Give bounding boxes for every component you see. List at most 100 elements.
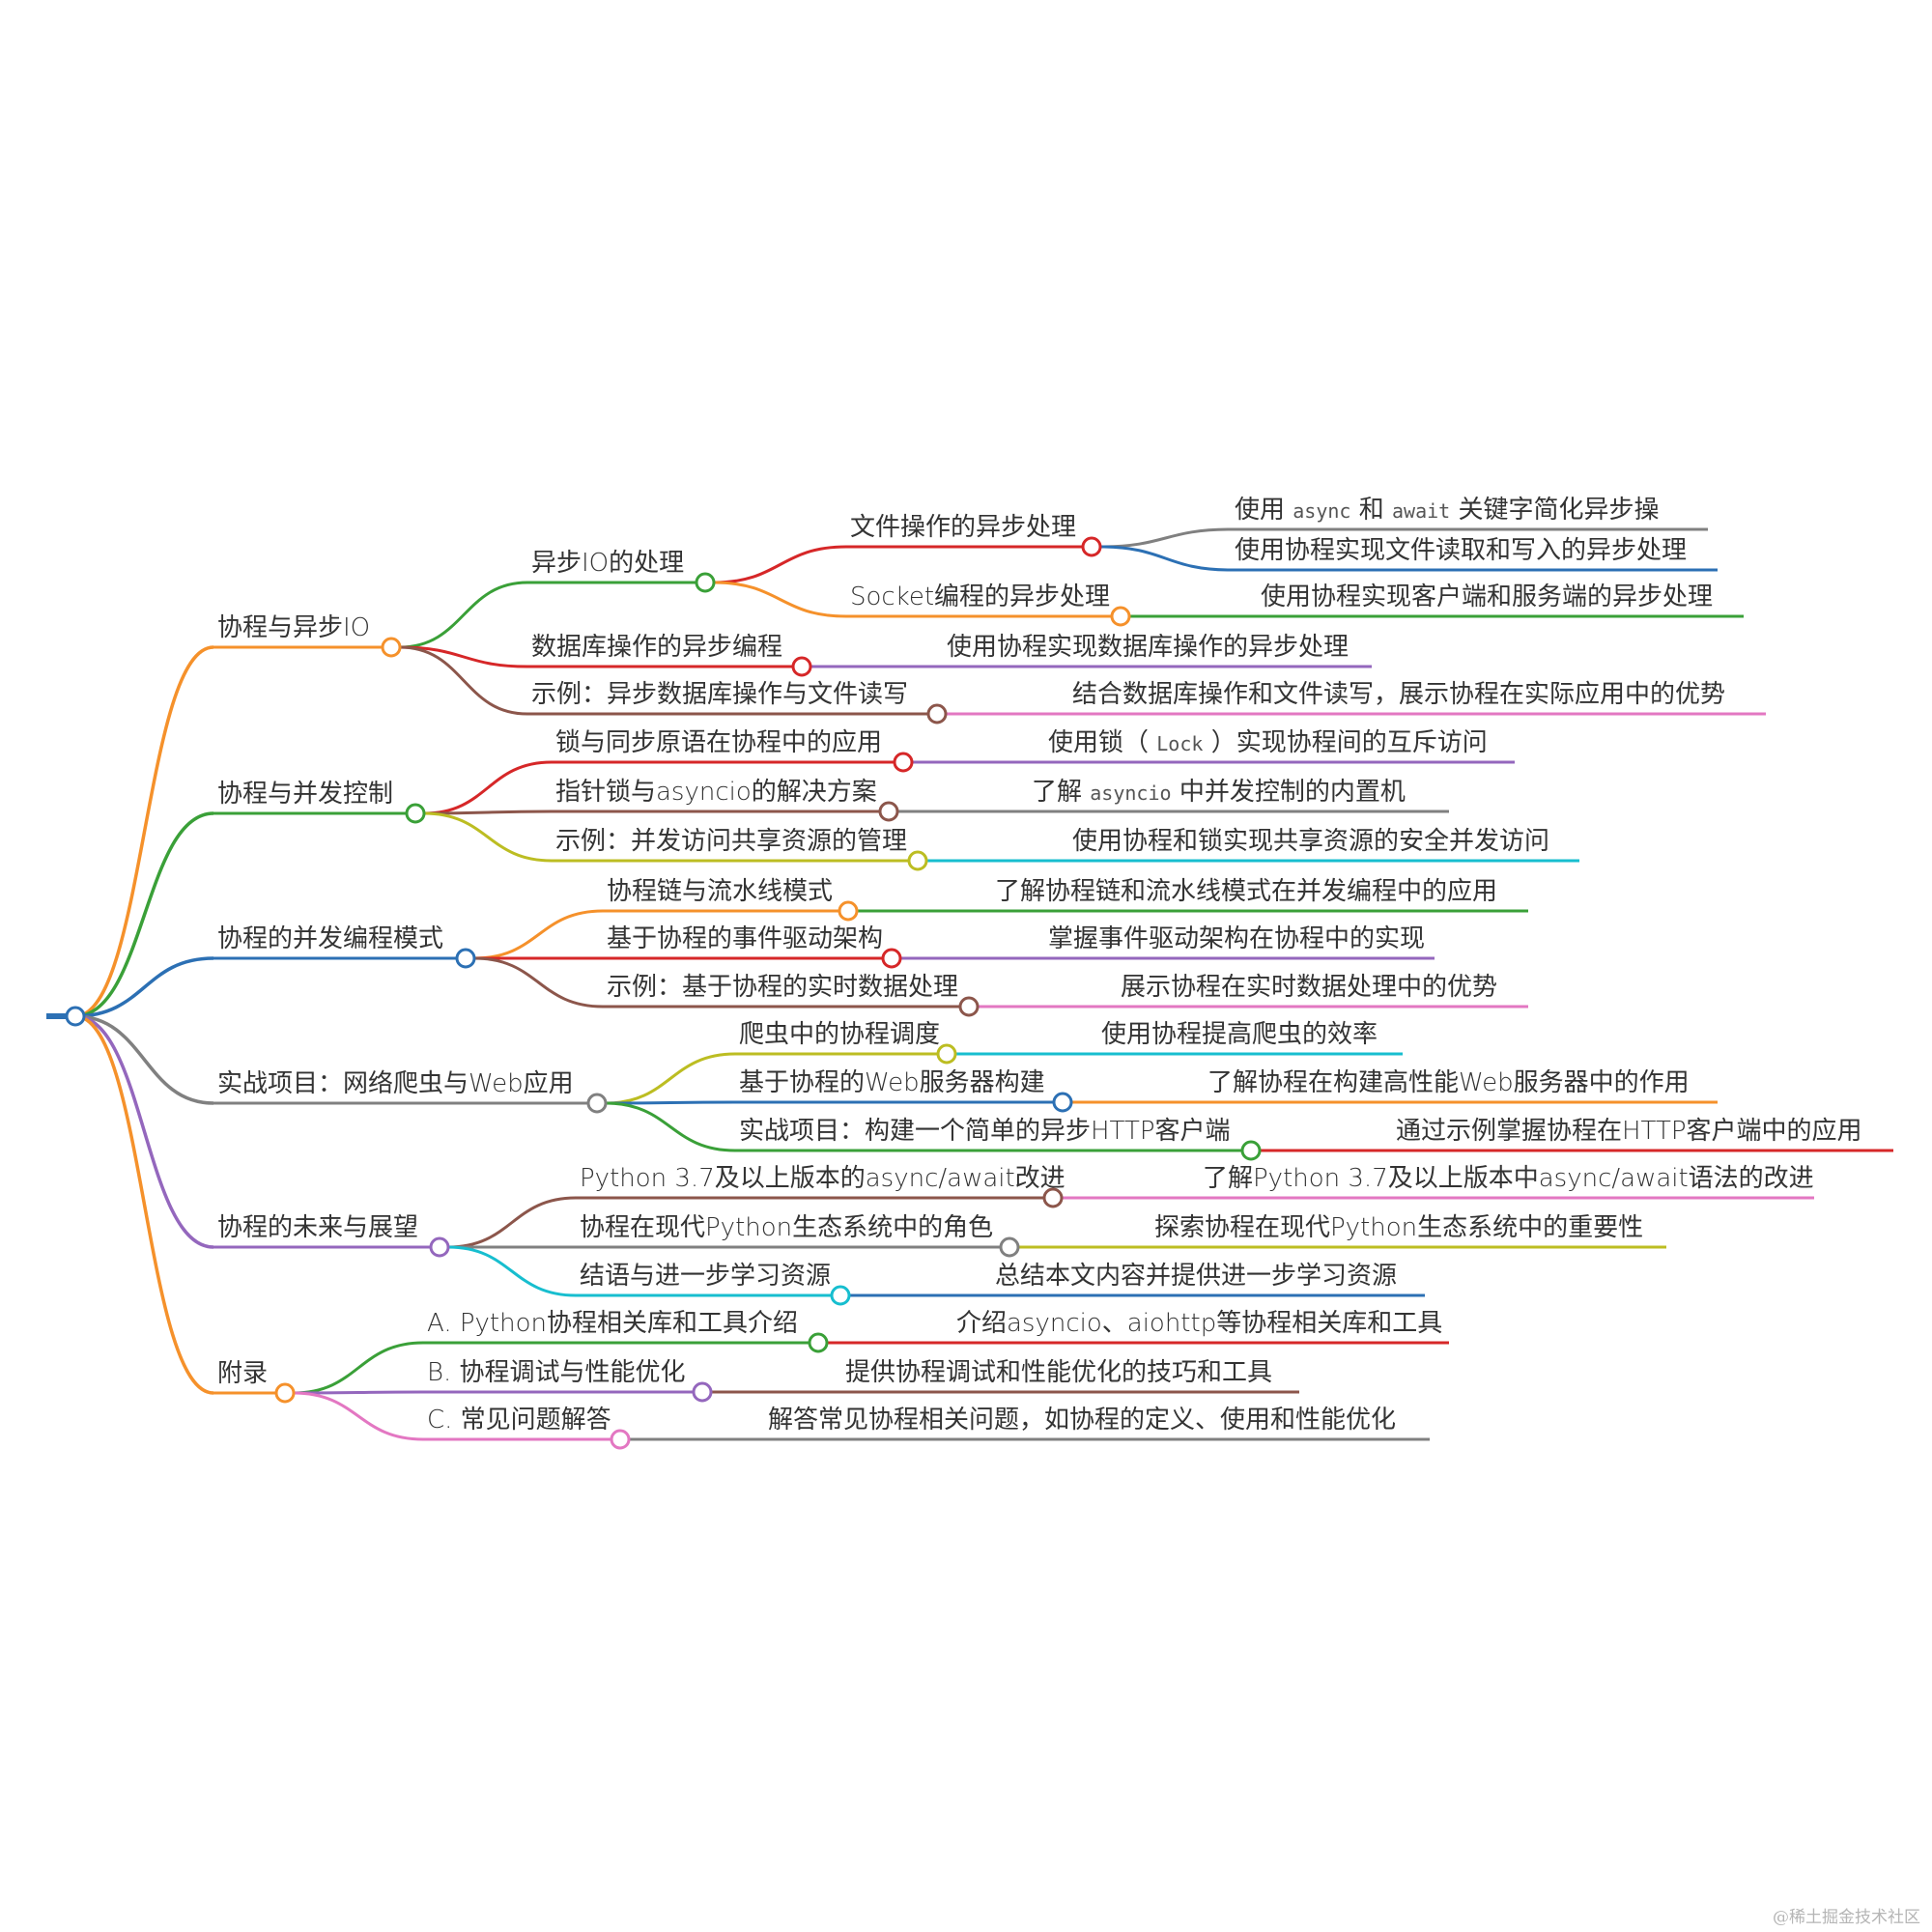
- leaf-topic[interactable]: 通过示例掌握协程在HTTP客户端中的应用: [1396, 1117, 1862, 1146]
- subtopic[interactable]: 基于协程的事件驱动架构: [607, 924, 883, 953]
- leaf-topic[interactable]: 了解协程在构建高性能Web服务器中的作用: [1208, 1068, 1690, 1097]
- leaf-topic[interactable]: 总结本文内容并提供进一步学习资源: [995, 1262, 1397, 1291]
- leaf-topic[interactable]: 使用 async 和 await 关键字简化异步操: [1235, 496, 1660, 525]
- connector-curve: [423, 811, 553, 863]
- connector-curve: [74, 956, 214, 1018]
- subtopic[interactable]: 基于协程的Web服务器构建: [739, 1068, 1045, 1097]
- subtopic-toggle-circle[interactable]: [838, 900, 859, 922]
- branch-topic[interactable]: 协程与并发控制: [217, 780, 393, 809]
- text-segment: 探索协程在现代Python生态系统中的重要性: [1154, 1213, 1643, 1242]
- leaf-topic[interactable]: 提供协程调试和性能优化的技巧和工具: [845, 1358, 1272, 1387]
- branch-toggle-circle[interactable]: [429, 1236, 450, 1258]
- subtopic-toggle-circle[interactable]: [958, 996, 980, 1017]
- connector-curve: [74, 1014, 214, 1395]
- subtopic-toggle-circle[interactable]: [791, 656, 812, 677]
- subtopic[interactable]: 异步IO的处理: [531, 549, 684, 578]
- text-segment: 使用协程和锁实现共享资源的安全并发访问: [1072, 827, 1549, 856]
- subtopic-toggle-circle[interactable]: [926, 703, 948, 724]
- subtopic-toggle-circle[interactable]: [999, 1236, 1020, 1258]
- connector-curve: [605, 1101, 736, 1152]
- connector-curve: [447, 1245, 577, 1297]
- subtopic-toggle-circle[interactable]: [610, 1429, 631, 1450]
- subtopic[interactable]: 协程链与流水线模式: [607, 877, 833, 906]
- branch-topic[interactable]: 附录: [217, 1359, 268, 1388]
- leaf-topic[interactable]: 探索协程在现代Python生态系统中的重要性: [1154, 1213, 1643, 1242]
- subtopic[interactable]: B. 协程调试与性能优化: [427, 1358, 686, 1387]
- text-segment: 掌握事件驱动架构在协程中的实现: [1048, 924, 1425, 953]
- subtopic[interactable]: 爬虫中的协程调度: [739, 1020, 940, 1049]
- connector-curve: [713, 545, 847, 584]
- subtopic[interactable]: 指针锁与asyncio的解决方案: [555, 778, 877, 807]
- leaf-topic[interactable]: 掌握事件驱动架构在协程中的实现: [1048, 924, 1425, 953]
- connector-curve: [605, 1100, 736, 1105]
- leaf-topic[interactable]: 结合数据库操作和文件读写，展示协程在实际应用中的优势: [1072, 680, 1725, 709]
- leaf-topic[interactable]: 了解Python 3.7及以上版本中async/await语法的改进: [1203, 1164, 1814, 1193]
- text-segment: 通过示例掌握协程在HTTP客户端中的应用: [1396, 1117, 1862, 1146]
- subtopic[interactable]: 实战项目：构建一个简单的异步HTTP客户端: [739, 1117, 1231, 1146]
- text-segment: 关键字简化异步操: [1450, 496, 1659, 525]
- subtopic[interactable]: 文件操作的异步处理: [850, 513, 1076, 542]
- leaf-topic[interactable]: 了解协程链和流水线模式在并发编程中的应用: [995, 877, 1497, 906]
- subtopic[interactable]: C. 常见问题解答: [427, 1406, 611, 1435]
- connector-curve: [605, 1052, 736, 1105]
- text-segment: 总结本文内容并提供进一步学习资源: [995, 1262, 1397, 1291]
- subtopic-toggle-circle[interactable]: [808, 1332, 829, 1353]
- subtopic-toggle-circle[interactable]: [695, 572, 716, 593]
- text-segment: 使用协程实现客户端和服务端的异步处理: [1261, 582, 1713, 611]
- subtopic-toggle-circle[interactable]: [881, 948, 902, 969]
- branch-topic[interactable]: 实战项目：网络爬虫与Web应用: [217, 1069, 574, 1098]
- subtopic-toggle-circle[interactable]: [1081, 536, 1102, 557]
- subtopic[interactable]: 锁与同步原语在协程中的应用: [555, 728, 882, 757]
- subtopic[interactable]: 示例：基于协程的实时数据处理: [607, 973, 958, 1002]
- branch-toggle-circle[interactable]: [455, 948, 476, 969]
- subtopic-toggle-circle[interactable]: [1240, 1140, 1262, 1161]
- leaf-topic[interactable]: 使用协程实现文件读取和写入的异步处理: [1235, 536, 1687, 565]
- subtopic-toggle-circle[interactable]: [1052, 1092, 1073, 1113]
- subtopic-toggle-circle[interactable]: [1042, 1187, 1064, 1208]
- subtopic[interactable]: Python 3.7及以上版本的async/await改进: [580, 1164, 1065, 1193]
- subtopic[interactable]: 结语与进一步学习资源: [580, 1262, 831, 1291]
- root-node-circle[interactable]: [65, 1006, 86, 1027]
- subtopic[interactable]: A. Python协程相关库和工具介绍: [427, 1309, 798, 1338]
- branch-topic[interactable]: 协程与异步IO: [217, 613, 370, 642]
- leaf-topic[interactable]: 使用协程提高爬虫的效率: [1101, 1020, 1378, 1049]
- text-segment: 了解: [1032, 778, 1090, 807]
- text-segment: 使用锁（: [1048, 728, 1156, 757]
- branch-topic[interactable]: 协程的未来与展望: [217, 1213, 418, 1242]
- branch-toggle-circle[interactable]: [274, 1382, 296, 1404]
- subtopic-toggle-circle[interactable]: [878, 801, 899, 822]
- subtopic-toggle-circle[interactable]: [907, 850, 928, 871]
- connector-curve: [293, 1391, 424, 1441]
- branch-toggle-circle[interactable]: [405, 803, 426, 824]
- connector-curve: [74, 1014, 214, 1249]
- text-segment: 使用协程实现文件读取和写入的异步处理: [1235, 536, 1687, 565]
- text-segment: 了解协程链和流水线模式在并发编程中的应用: [995, 877, 1497, 906]
- subtopic-toggle-circle[interactable]: [893, 752, 914, 773]
- subtopic[interactable]: 示例：并发访问共享资源的管理: [555, 827, 907, 856]
- subtopic-toggle-circle[interactable]: [936, 1043, 957, 1065]
- text-segment: 展示协程在实时数据处理中的优势: [1121, 973, 1497, 1002]
- subtopic[interactable]: Socket编程的异步处理: [850, 582, 1110, 611]
- leaf-topic[interactable]: 使用协程实现客户端和服务端的异步处理: [1261, 582, 1713, 611]
- subtopic-toggle-circle[interactable]: [1110, 606, 1131, 627]
- subtopic[interactable]: 示例：异步数据库操作与文件读写: [531, 680, 908, 709]
- leaf-topic[interactable]: 使用协程和锁实现共享资源的安全并发访问: [1072, 827, 1549, 856]
- subtopic[interactable]: 数据库操作的异步编程: [531, 633, 782, 662]
- branch-toggle-circle[interactable]: [586, 1093, 608, 1114]
- subtopic-toggle-circle[interactable]: [692, 1381, 713, 1403]
- branch-toggle-circle[interactable]: [381, 637, 402, 658]
- subtopic[interactable]: 协程在现代Python生态系统中的角色: [580, 1213, 993, 1242]
- inline-code: await: [1392, 499, 1450, 523]
- leaf-topic[interactable]: 使用锁（ Lock ）实现协程间的互斥访问: [1048, 728, 1488, 757]
- leaf-topic[interactable]: 使用协程实现数据库操作的异步处理: [947, 633, 1349, 662]
- connector-curve: [293, 1390, 424, 1395]
- leaf-topic[interactable]: 解答常见协程相关问题，如协程的定义、使用和性能优化: [768, 1406, 1396, 1435]
- leaf-topic[interactable]: 展示协程在实时数据处理中的优势: [1121, 973, 1497, 1002]
- connector-curve: [1099, 545, 1232, 572]
- connector-curve: [399, 645, 528, 716]
- branch-topic[interactable]: 协程的并发编程模式: [217, 924, 443, 953]
- mind-map-nodes: 协程与异步IO 异步IO的处理 文件操作的异步处理 使用 async 和 await …: [65, 496, 1862, 1450]
- leaf-topic[interactable]: 了解 asyncio 中并发控制的内置机: [1032, 778, 1406, 807]
- leaf-topic[interactable]: 介绍asyncio、aiohttp等协程相关库和工具: [956, 1309, 1442, 1338]
- subtopic-toggle-circle[interactable]: [830, 1285, 851, 1306]
